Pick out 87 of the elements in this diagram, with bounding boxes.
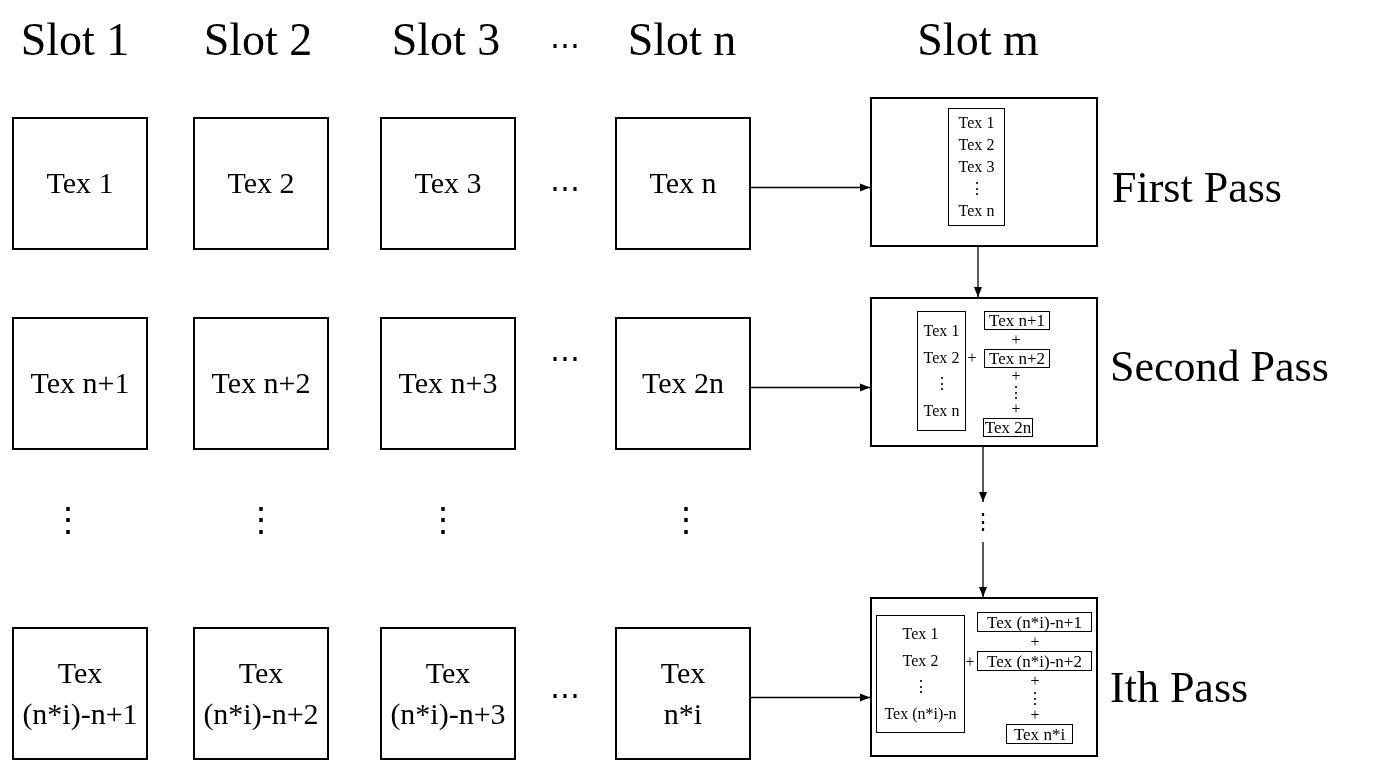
slot-box	[12, 317, 148, 450]
note-text: ⋯	[550, 30, 580, 60]
texture-label: Tex 1	[46, 165, 114, 202]
texture-label: Tex 2	[923, 349, 960, 366]
slot-box	[12, 627, 148, 760]
texture-label: Tex 3	[958, 159, 995, 175]
note-text: ⋮	[426, 503, 460, 537]
texture-label: Tex n*i	[1013, 725, 1066, 743]
texture-box	[917, 311, 966, 431]
texture-label: Tex n+1	[30, 365, 130, 402]
texture-label: Tex n	[923, 403, 960, 420]
texture-label: Tex n+3	[398, 365, 498, 402]
texture-label: Tex (n*i)-n+2	[202, 655, 320, 732]
texture-box	[876, 615, 965, 733]
texture-label: Tex (n*i)-n+3	[389, 655, 507, 732]
slot-box	[12, 117, 148, 250]
texture-label: Tex 2	[902, 652, 939, 669]
column-heading: Slot m	[917, 17, 1039, 63]
slot-box	[380, 117, 516, 250]
texture-label: Tex 2	[958, 137, 995, 153]
pass-box	[870, 97, 1098, 247]
column-heading: Slot n	[627, 17, 737, 63]
note-text: ⋮	[669, 503, 703, 537]
texture-label: Tex 1	[958, 115, 995, 131]
texture-box	[1006, 724, 1073, 744]
ellipsis: ⋮	[972, 511, 994, 533]
note-text: ⋯	[550, 343, 580, 373]
pass-label: Second Pass	[1110, 345, 1329, 389]
arrow	[978, 446, 988, 503]
texture-label: Tex 2n	[984, 419, 1032, 436]
arrow	[750, 693, 871, 702]
note-text: +	[1030, 634, 1040, 650]
texture-label: Tex (n*i)-n+1	[987, 613, 1082, 631]
arrow	[973, 246, 983, 298]
texture-label: Tex n+1	[988, 312, 1046, 329]
note-text: ⋮	[1027, 691, 1043, 707]
arrow	[978, 541, 988, 598]
note-text: ⋮	[51, 503, 85, 537]
texture-label: Tex (n*i)-n+1	[21, 655, 139, 732]
note-text: +	[1011, 401, 1021, 417]
pass-label: Ith Pass	[1110, 666, 1249, 710]
note-text: ⋯	[550, 173, 580, 203]
texture-label: Tex 3	[414, 165, 482, 202]
texture-label: ⋮	[912, 679, 929, 696]
slot-box	[380, 627, 516, 760]
note-text: +	[967, 350, 977, 366]
note-text: ⋮	[1008, 385, 1024, 401]
slot-box	[193, 117, 329, 250]
texture-label: Tex 2	[227, 165, 295, 202]
texture-label: Tex n	[958, 203, 995, 219]
column-heading: Slot 2	[203, 17, 313, 63]
note-text: +	[1030, 707, 1040, 723]
slot-box	[193, 317, 329, 450]
slot-box	[380, 317, 516, 450]
texture-label: Tex n+2	[988, 350, 1046, 367]
note-text: ⋯	[550, 680, 580, 710]
slot-box	[615, 627, 751, 760]
note-text: +	[1030, 673, 1040, 689]
note-text: ⋮	[244, 503, 278, 537]
column-heading: Slot 3	[391, 17, 501, 63]
note-text: +	[1011, 368, 1021, 384]
texture-box	[948, 108, 1005, 226]
texture-box	[984, 349, 1050, 368]
texture-label: Tex (n*i)-n+2	[987, 652, 1082, 670]
slot-box	[615, 317, 751, 450]
texture-label: Tex n+2	[211, 365, 311, 402]
note-text: +	[1011, 332, 1021, 348]
arrow	[750, 183, 871, 192]
texture-label: Tex (n*i)-n	[884, 705, 957, 722]
pass-label: First Pass	[1112, 166, 1282, 210]
texture-label: Tex 1	[902, 626, 939, 643]
texture-label: ⋮	[968, 181, 985, 197]
slot-box	[193, 627, 329, 760]
pass-box	[870, 597, 1098, 757]
texture-label: Tex n*i	[659, 655, 707, 732]
note-text: +	[965, 654, 975, 670]
texture-label: ⋮	[933, 376, 950, 393]
column-heading: Slot 1	[20, 17, 130, 63]
texture-label: Tex n	[649, 165, 717, 202]
pass-box	[870, 297, 1098, 447]
texture-box	[977, 612, 1092, 632]
slot-box	[615, 117, 751, 250]
texture-box	[977, 651, 1092, 671]
arrow	[750, 383, 871, 392]
texture-label: Tex 1	[923, 322, 960, 339]
texture-label: Tex 2n	[641, 365, 724, 402]
texture-box	[984, 311, 1050, 330]
